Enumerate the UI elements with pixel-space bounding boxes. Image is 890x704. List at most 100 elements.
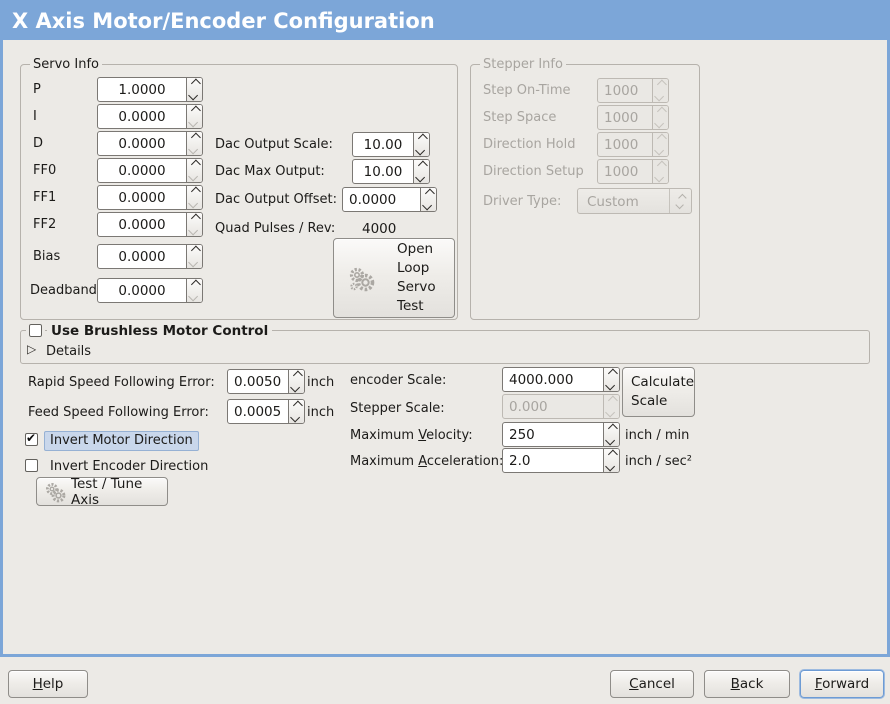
spin-down-icon[interactable] (415, 145, 426, 156)
calculate-scale-button[interactable]: Calculate Scale (622, 367, 695, 417)
d-value[interactable]: 0.0000 (118, 136, 166, 152)
spin-up-icon[interactable] (607, 449, 618, 460)
forward-button[interactable]: Forward (800, 670, 884, 698)
i-value[interactable]: 0.0000 (118, 109, 166, 125)
spin-up-icon[interactable] (607, 423, 618, 434)
spin-down-icon[interactable] (422, 200, 433, 211)
spin-up-icon[interactable] (190, 279, 201, 290)
feed-follow-error-spinbox[interactable]: 0.0005 (227, 399, 305, 424)
spin-down-icon[interactable] (188, 257, 199, 268)
dac-output-offset-spinbox[interactable]: 0.0000 (342, 187, 437, 212)
ff2-value[interactable]: 0.0000 (118, 217, 166, 233)
max-velocity-value[interactable]: 250 (509, 427, 535, 443)
ff1-spin-buttons[interactable] (186, 186, 202, 209)
ff0-spinbox[interactable]: 0.0000 (97, 158, 203, 183)
open-loop-servo-test-button[interactable]: Open Loop Servo Test (333, 238, 455, 318)
use-brushless-label[interactable]: Use Brushless Motor Control (47, 323, 273, 339)
ff0-spin-buttons[interactable] (186, 159, 202, 182)
i-spinbox[interactable]: 0.0000 (97, 104, 203, 129)
max-velocity-spinbox[interactable]: 250 (502, 422, 620, 447)
max-acceleration-spinbox[interactable]: 2.0 (502, 448, 620, 473)
spin-down-icon[interactable] (290, 412, 301, 423)
p-spin-buttons[interactable] (186, 78, 202, 101)
spin-down-icon[interactable] (605, 380, 616, 391)
dac-output-offset-value[interactable]: 0.0000 (349, 192, 397, 208)
spin-up-icon[interactable] (424, 188, 435, 199)
spin-down-icon[interactable] (188, 198, 199, 209)
direction-setup-spin-buttons (652, 160, 668, 183)
spin-up-icon[interactable] (190, 245, 201, 256)
deadband-spinbox[interactable]: 0.0000 (97, 278, 203, 303)
cancel-button[interactable]: Cancel (610, 670, 694, 698)
dac-max-output-value[interactable]: 10.00 (363, 164, 403, 180)
test-tune-axis-button[interactable]: Test / Tune Axis (36, 476, 168, 508)
spin-up-icon[interactable] (292, 400, 303, 411)
spin-up-icon[interactable] (190, 78, 201, 89)
direction-setup-spinbox: 1000 (597, 159, 669, 184)
spin-up-icon[interactable] (190, 159, 201, 170)
feed-follow-error-spin-buttons[interactable] (288, 400, 304, 423)
details-expander-label[interactable]: Details (46, 344, 92, 359)
dac-output-scale-value[interactable]: 10.00 (363, 137, 403, 153)
spin-down-icon[interactable] (605, 435, 616, 446)
spin-down-icon[interactable] (188, 291, 199, 302)
dac-output-offset-spin-buttons[interactable] (420, 188, 436, 211)
spin-up-icon[interactable] (190, 213, 201, 224)
rapid-follow-error-spin-buttons[interactable] (288, 370, 304, 393)
calculate-scale-line: Scale (631, 393, 668, 409)
spin-up-icon[interactable] (417, 160, 428, 171)
spin-down-icon[interactable] (415, 172, 426, 183)
deadband-value[interactable]: 0.0000 (118, 283, 166, 299)
spin-down-icon[interactable] (188, 90, 199, 101)
bias-spinbox[interactable]: 0.0000 (97, 244, 203, 269)
rapid-follow-error-spinbox[interactable]: 0.0050 (227, 369, 305, 394)
back-button[interactable]: Back (704, 670, 790, 698)
ff1-spinbox[interactable]: 0.0000 (97, 185, 203, 210)
max-acceleration-value[interactable]: 2.0 (509, 453, 531, 469)
use-brushless-checkbox[interactable] (26, 321, 45, 340)
details-expander-icon[interactable] (27, 342, 36, 357)
i-spin-buttons[interactable] (186, 105, 202, 128)
help-button[interactable]: Help (8, 670, 88, 698)
ff2-spinbox[interactable]: 0.0000 (97, 212, 203, 237)
spin-up-icon[interactable] (417, 133, 428, 144)
p-spinbox[interactable]: 1.0000 (97, 77, 203, 102)
spin-up-icon[interactable] (190, 132, 201, 143)
encoder-scale-spin-buttons[interactable] (603, 368, 619, 391)
p-value[interactable]: 1.0000 (118, 82, 166, 98)
invert-motor-checkbox[interactable] (25, 431, 38, 446)
ff2-spin-buttons[interactable] (186, 213, 202, 236)
bias-value[interactable]: 0.0000 (118, 249, 166, 265)
spin-down-icon[interactable] (290, 382, 301, 393)
deadband-spin-buttons[interactable] (186, 279, 202, 302)
spin-up-icon[interactable] (190, 105, 201, 116)
bias-spin-buttons[interactable] (186, 245, 202, 268)
d-spin-buttons[interactable] (186, 132, 202, 155)
spin-down-icon[interactable] (188, 171, 199, 182)
encoder-scale-value[interactable]: 4000.000 (509, 372, 574, 388)
spin-down-icon[interactable] (188, 117, 199, 128)
invert-encoder-label[interactable]: Invert Encoder Direction (50, 459, 209, 474)
max-velocity-spin-buttons[interactable] (603, 423, 619, 446)
dac-output-scale-spin-buttons[interactable] (413, 133, 429, 156)
spin-up-icon[interactable] (607, 368, 618, 379)
dac-max-output-spin-buttons[interactable] (413, 160, 429, 183)
driver-type-value: Custom (587, 194, 639, 210)
invert-encoder-checkbox[interactable] (25, 459, 38, 472)
feed-follow-error-value[interactable]: 0.0005 (234, 404, 282, 420)
spin-down-icon[interactable] (188, 144, 199, 155)
dac-max-output-spinbox[interactable]: 10.00 (352, 159, 430, 184)
ff0-value[interactable]: 0.0000 (118, 163, 166, 179)
ff1-value[interactable]: 0.0000 (118, 190, 166, 206)
dac-output-scale-spinbox[interactable]: 10.00 (352, 132, 430, 157)
invert-motor-label[interactable]: Invert Motor Direction (44, 431, 199, 451)
spin-up-icon[interactable] (190, 186, 201, 197)
d-spinbox[interactable]: 0.0000 (97, 131, 203, 156)
spin-up-icon[interactable] (292, 370, 303, 381)
spin-down-icon[interactable] (605, 461, 616, 472)
max-acceleration-spin-buttons[interactable] (603, 449, 619, 472)
encoder-scale-spinbox[interactable]: 4000.000 (502, 367, 620, 392)
rapid-follow-error-value[interactable]: 0.0050 (234, 374, 282, 390)
spin-down-icon[interactable] (188, 225, 199, 236)
quad-pulses-value: 4000 (362, 221, 397, 237)
